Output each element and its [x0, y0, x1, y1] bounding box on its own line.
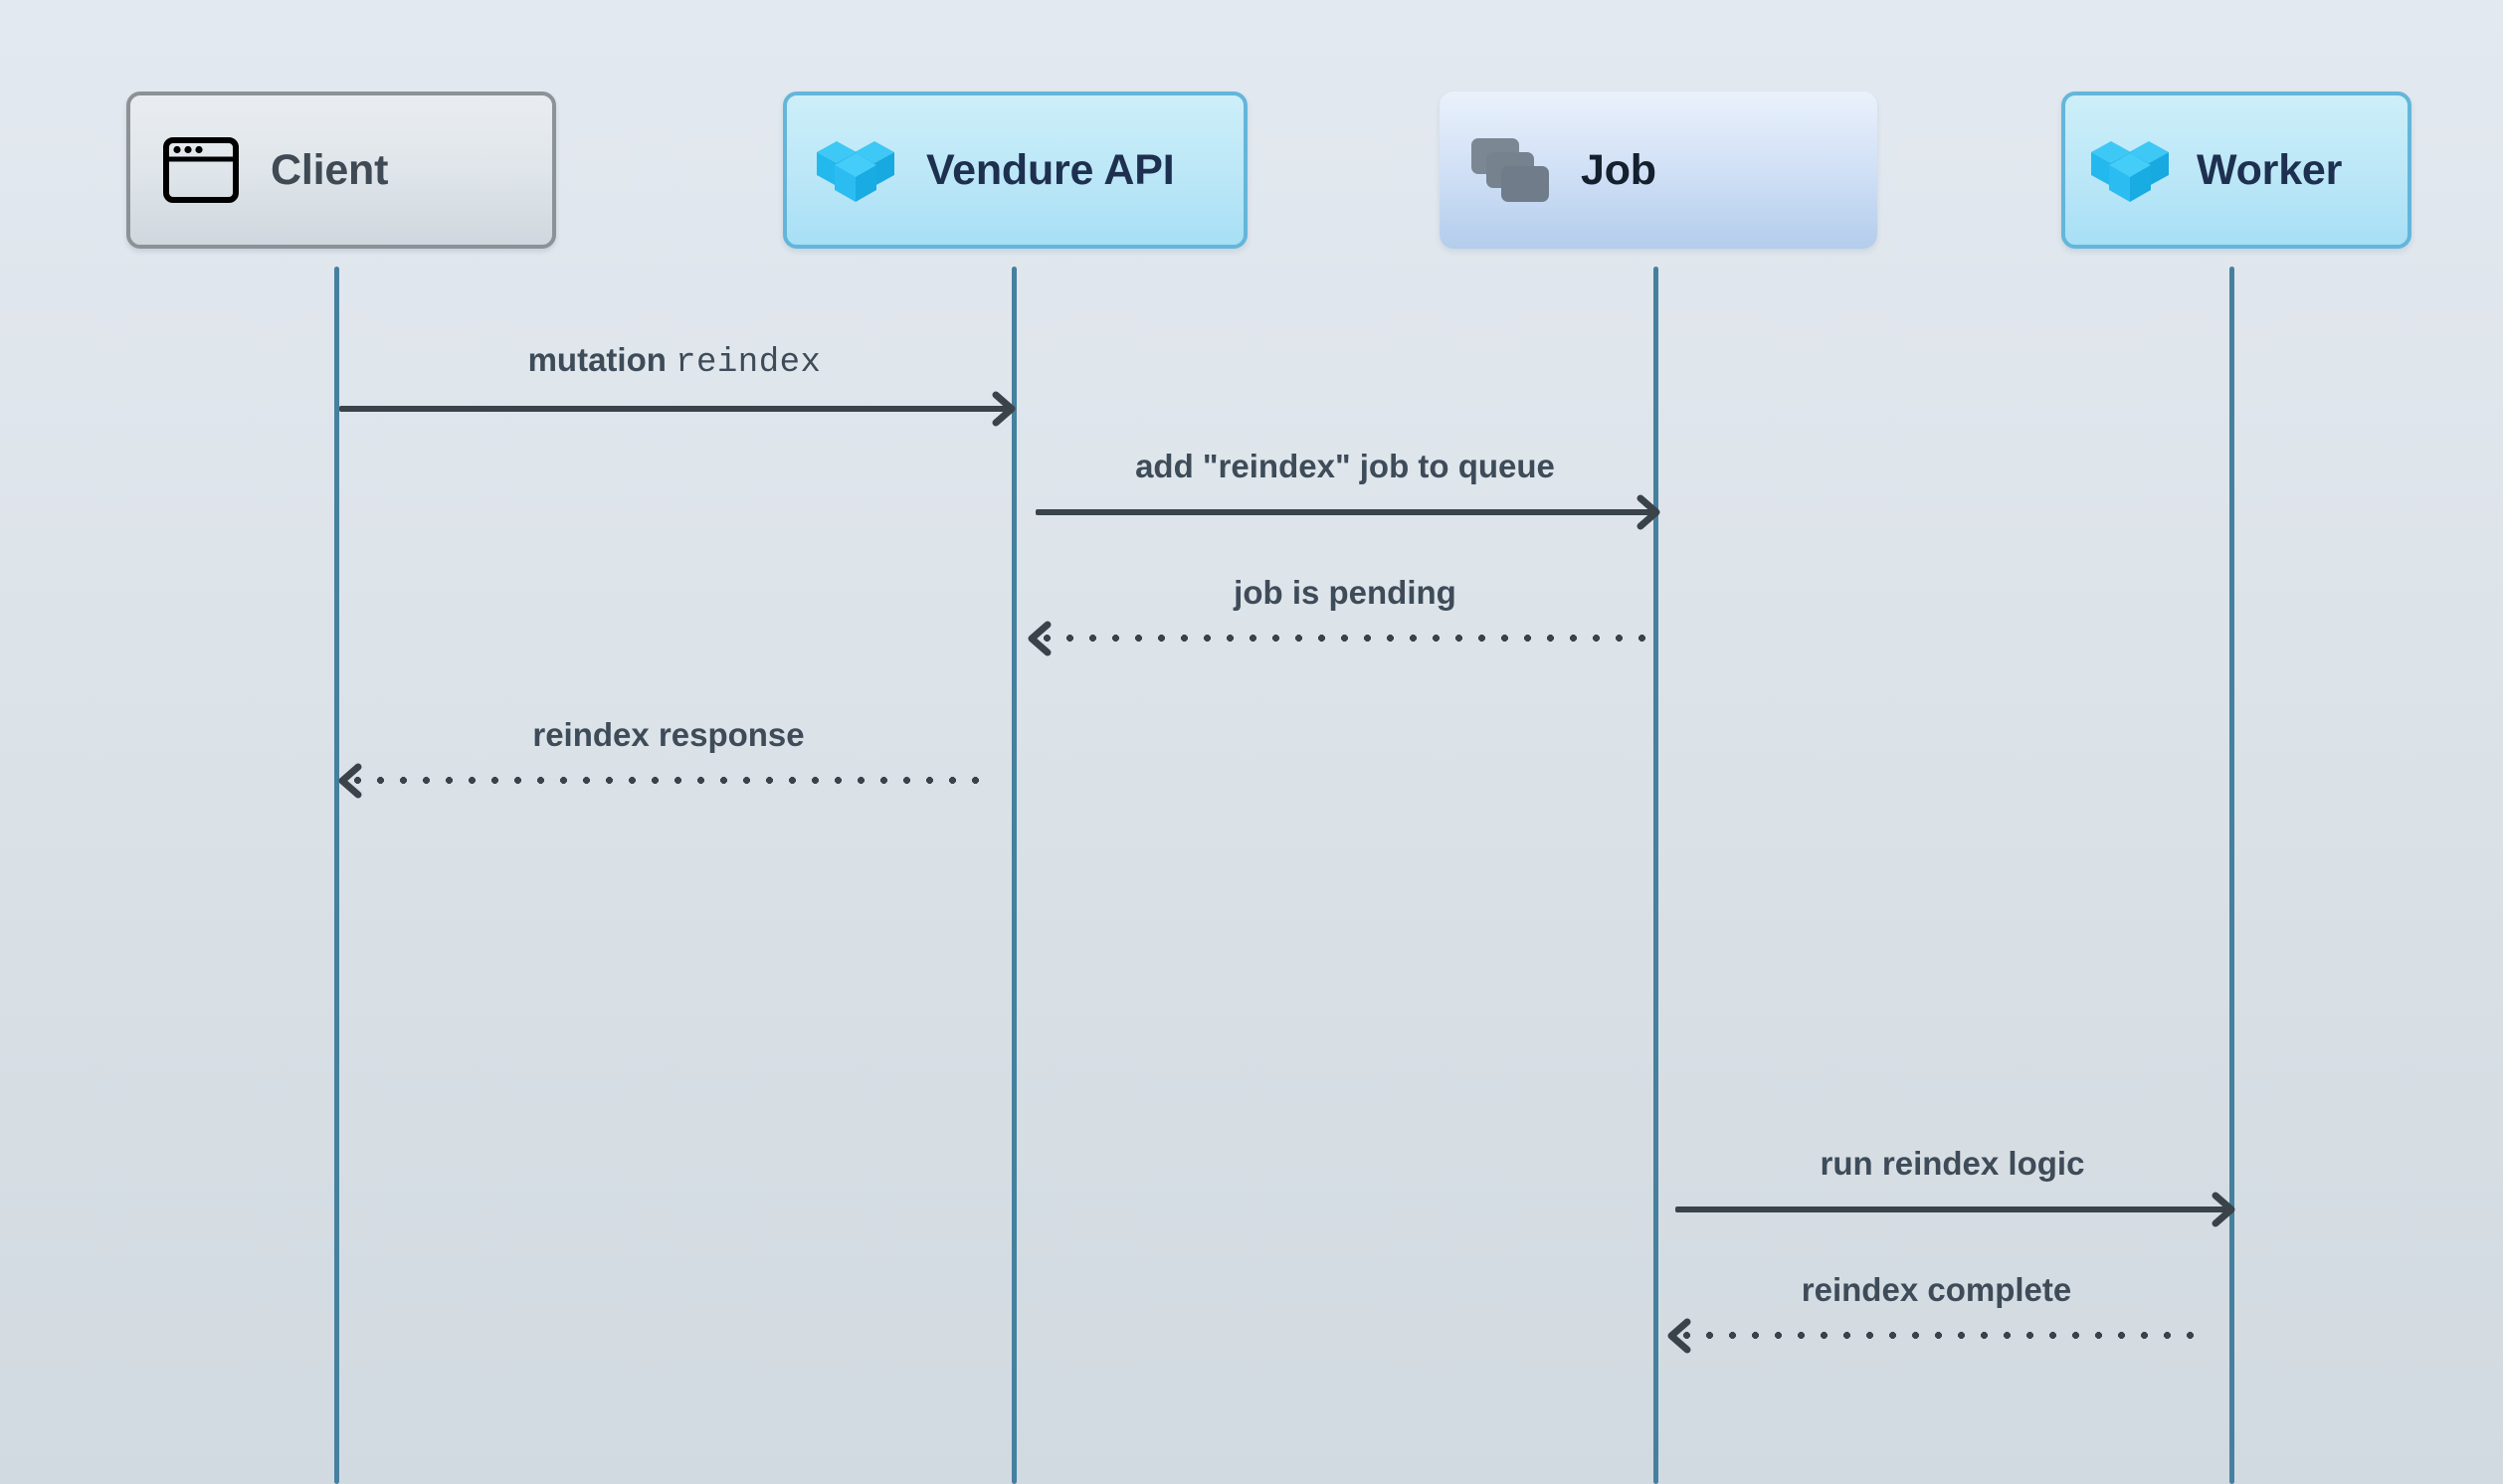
arrowhead-right-icon	[2200, 1190, 2239, 1229]
message-label-add-reindex-job-to-queue: add "reindex" job to queue	[1135, 448, 1555, 484]
message-line-solid	[1675, 1206, 2229, 1212]
arrowhead-right-icon	[1625, 492, 1664, 532]
arrowhead-left-icon	[1024, 619, 1063, 658]
message-mutation-reindex: mutation reindex	[339, 328, 1016, 427]
participant-vendure-api[interactable]: Vendure API	[783, 92, 1248, 249]
message-add-reindex-job-to-queue: add "reindex" job to queue	[1036, 432, 1660, 530]
arrowhead-left-icon	[334, 761, 374, 801]
message-label-job-is-pending: job is pending	[1234, 574, 1456, 611]
message-line-dotted	[1675, 1332, 2198, 1339]
message-line-dotted	[346, 777, 991, 784]
message-line-dotted	[1036, 635, 1654, 642]
lifeline-client	[334, 267, 339, 1484]
participant-label-job: Job	[1581, 145, 1656, 194]
arrowhead-left-icon	[1663, 1316, 1703, 1356]
message-run-reindex-logic: run reindex logic	[1675, 1129, 2235, 1227]
vendure-cubes-icon	[815, 134, 896, 206]
participant-job[interactable]: Job	[1440, 92, 1877, 249]
message-label-mutation-reindex: mutation reindex	[527, 341, 822, 382]
message-reindex-complete: reindex complete	[1667, 1255, 2198, 1354]
arrowhead-right-icon	[980, 389, 1020, 429]
message-line-solid	[1036, 509, 1654, 515]
lifeline-vendure-api	[1012, 267, 1017, 1484]
vendure-cubes-icon	[2089, 134, 2171, 206]
participant-label-vendure-api: Vendure API	[926, 145, 1175, 194]
message-reindex-response: reindex response	[338, 700, 991, 799]
lifeline-job	[1653, 267, 1658, 1484]
participant-client[interactable]: Client	[126, 92, 556, 249]
participant-label-client: Client	[271, 145, 389, 194]
participant-worker[interactable]: Worker	[2061, 92, 2411, 249]
message-line-solid	[339, 406, 1010, 412]
browser-window-icon	[163, 137, 239, 203]
message-job-is-pending: job is pending	[1028, 558, 1654, 656]
message-label-reindex-response: reindex response	[532, 716, 805, 753]
participant-label-worker: Worker	[2197, 145, 2343, 194]
message-label-run-reindex-logic: run reindex logic	[1820, 1145, 2085, 1182]
lifeline-worker	[2229, 267, 2234, 1484]
stacked-cards-icon	[1469, 136, 1553, 204]
message-label-reindex-complete: reindex complete	[1801, 1271, 2072, 1308]
